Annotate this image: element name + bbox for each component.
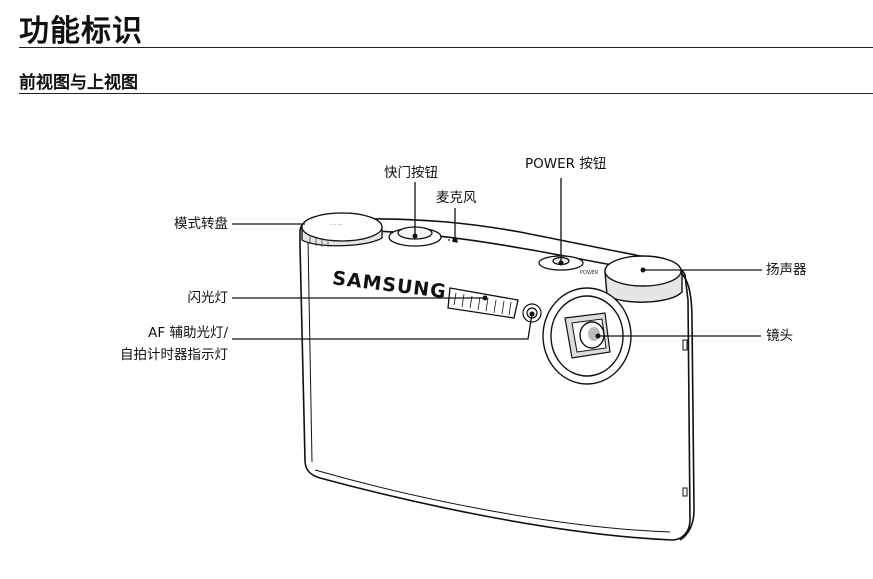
mode-dial-graphic: · ·· ··· [301, 212, 383, 247]
label-lens: 镜头 [766, 328, 793, 344]
label-speaker: 扬声器 [766, 262, 807, 278]
side-port-graphic [682, 339, 688, 497]
title-divider [19, 47, 873, 48]
callout-lines [232, 178, 762, 340]
callout-dots [412, 233, 646, 339]
label-af-lamp-line1: AF 辅助光灯/ [148, 325, 228, 341]
speaker-graphic [604, 255, 683, 303]
label-shutter-button: 快门按钮 [384, 165, 438, 181]
label-power-button: POWER 按钮 [525, 156, 607, 172]
flash-graphic [447, 287, 519, 319]
page-title: 功能标识 [19, 14, 143, 49]
section-title: 前视图与上视图 [19, 73, 138, 93]
lens-graphic [542, 287, 632, 385]
label-af-lamp-line2: 自拍计时器指示灯 [120, 347, 228, 363]
label-flash: 闪光灯 [187, 290, 229, 306]
section-divider [19, 93, 873, 94]
svg-text:POWER: POWER [580, 270, 599, 276]
svg-text:· ·· ···: · ·· ··· [330, 222, 343, 228]
label-microphone: 麦克风 [436, 190, 477, 206]
label-mode-dial: 模式转盘 [174, 216, 228, 232]
